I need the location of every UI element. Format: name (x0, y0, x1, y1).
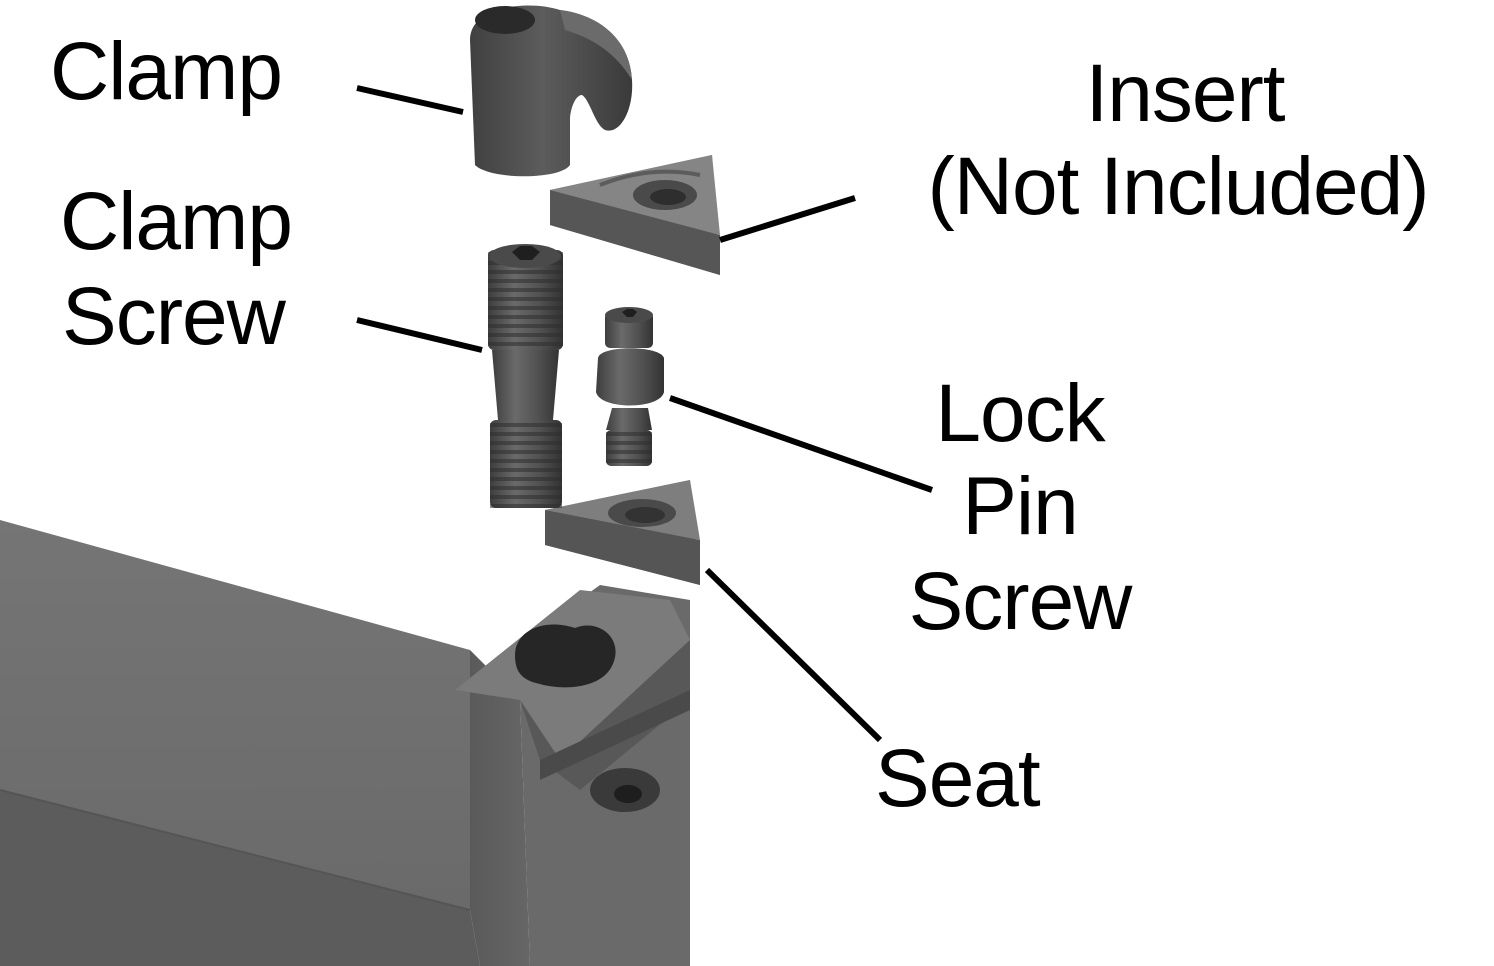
clamp-part (470, 5, 632, 176)
seat-part (545, 480, 700, 585)
insert-part (550, 155, 720, 275)
label-clamp-screw-line2: Screw (62, 275, 285, 359)
label-insert-line1: Insert (1060, 52, 1310, 136)
label-clamp-screw-line1: Clamp (60, 180, 292, 264)
lock-pin-screw-part (596, 307, 664, 466)
leader-seat (707, 570, 880, 740)
label-lock-pin-screw-line1: Lock (880, 372, 1160, 456)
leader-insert (720, 198, 855, 240)
leader-clamp-screw (357, 320, 482, 350)
label-clamp: Clamp (50, 30, 282, 114)
clamp-screw-part (488, 244, 563, 508)
label-lock-pin-screw-line3: Screw (875, 560, 1165, 644)
tool-holder-shank (0, 520, 690, 966)
leader-clamp (357, 88, 463, 112)
label-lock-pin-screw-line2: Pin (880, 465, 1160, 549)
label-seat: Seat (875, 737, 1040, 821)
label-insert-line2: (Not Included) (868, 145, 1488, 229)
